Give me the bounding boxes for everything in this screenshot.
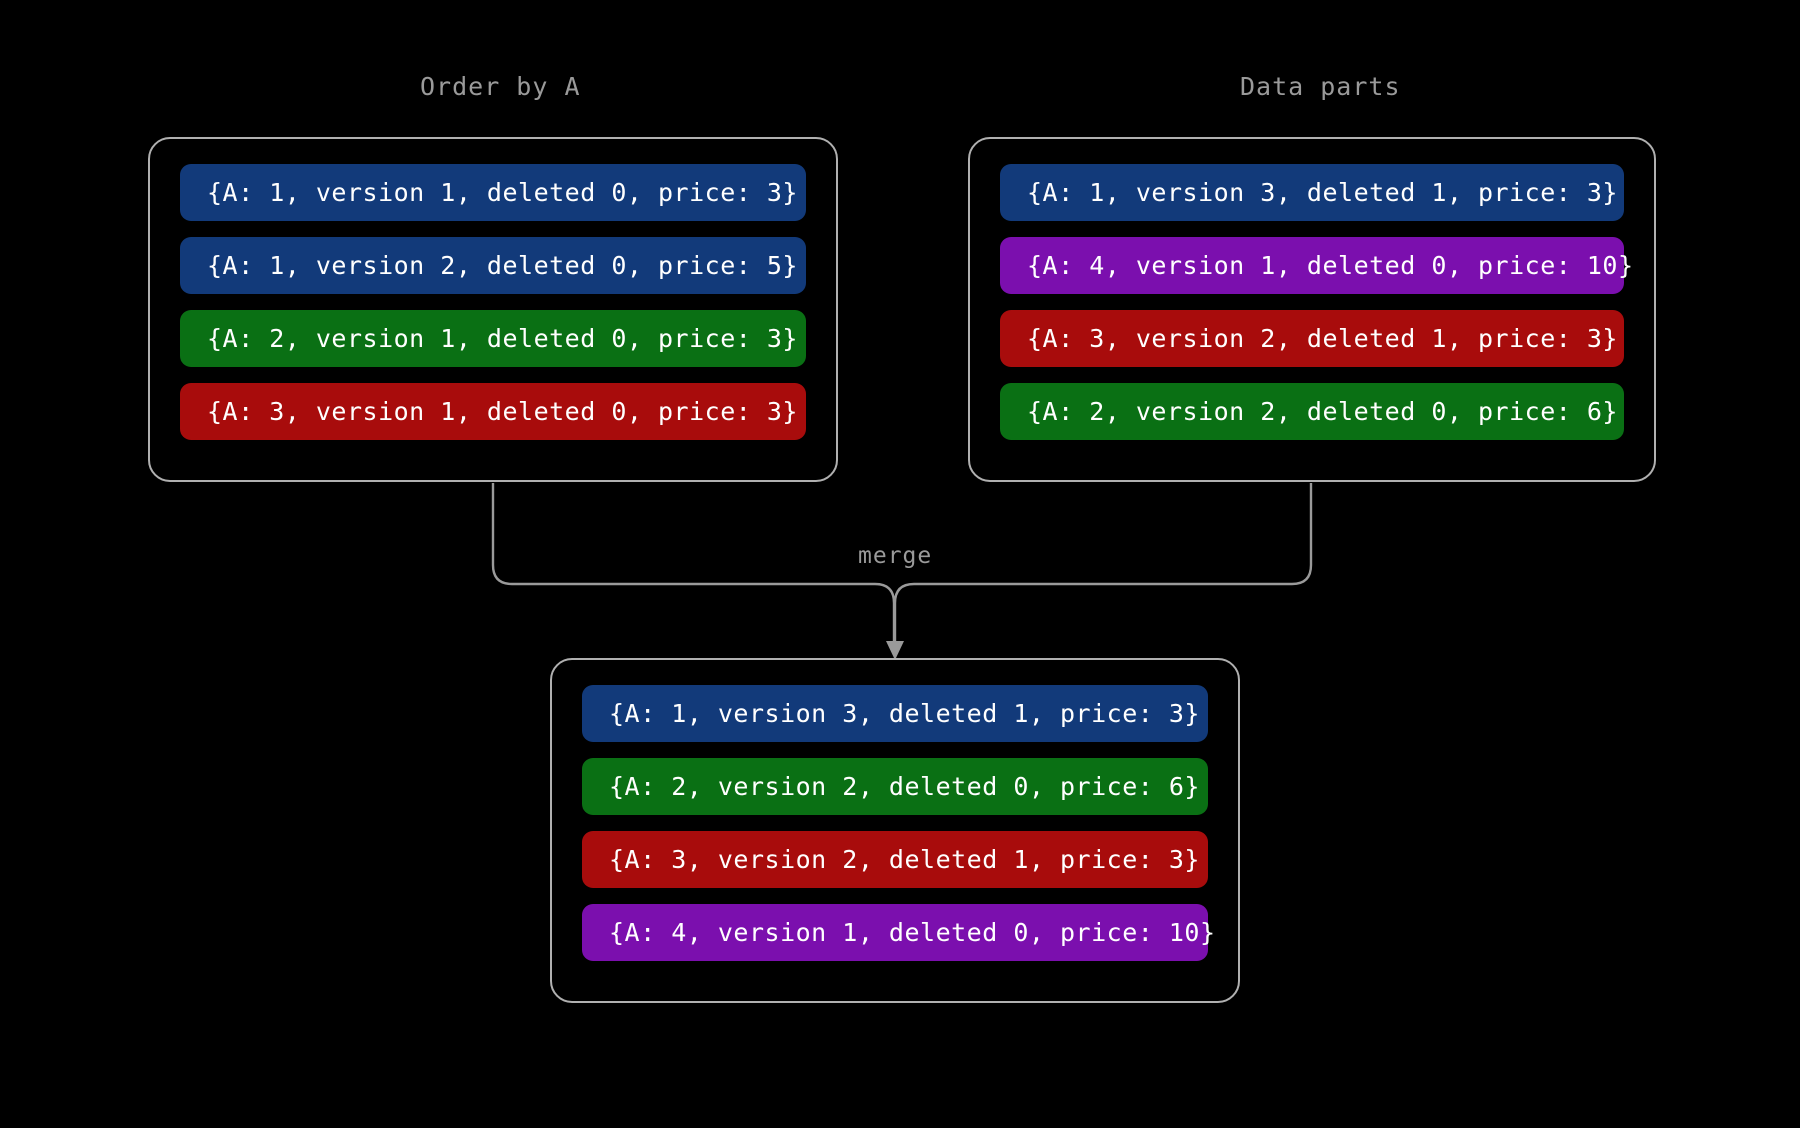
record-row[interactable]: {A: 4, version 1, deleted 0, price: 10} <box>582 904 1215 961</box>
record-row[interactable]: {A: 4, version 1, deleted 0, price: 10} <box>1000 237 1633 294</box>
order-by-a-row-list: {A: 1, version 1, deleted 0, price: 3} {… <box>150 139 836 480</box>
record-row[interactable]: {A: 1, version 2, deleted 0, price: 5} <box>180 237 806 294</box>
merged-result-box: {A: 1, version 3, deleted 1, price: 3} {… <box>550 658 1240 1003</box>
data-parts-row-list: {A: 1, version 3, deleted 1, price: 3} {… <box>970 139 1654 480</box>
record-row[interactable]: {A: 3, version 2, deleted 1, price: 3} <box>582 831 1208 888</box>
record-row[interactable]: {A: 2, version 2, deleted 0, price: 6} <box>1000 383 1624 440</box>
right-merge-path <box>893 483 1313 648</box>
merged-row-list: {A: 1, version 3, deleted 1, price: 3} {… <box>552 660 1238 1001</box>
order-by-a-title: Order by A <box>420 72 581 101</box>
record-row[interactable]: {A: 1, version 3, deleted 1, price: 3} <box>582 685 1208 742</box>
record-row[interactable]: {A: 2, version 1, deleted 0, price: 3} <box>180 310 806 367</box>
left-merge-path <box>491 483 896 648</box>
record-row[interactable]: {A: 2, version 2, deleted 0, price: 6} <box>582 758 1208 815</box>
record-row[interactable]: {A: 1, version 1, deleted 0, price: 3} <box>180 164 806 221</box>
record-row[interactable]: {A: 1, version 3, deleted 1, price: 3} <box>1000 164 1624 221</box>
order-by-a-box: {A: 1, version 1, deleted 0, price: 3} {… <box>148 137 838 482</box>
data-parts-box: {A: 1, version 3, deleted 1, price: 3} {… <box>968 137 1656 482</box>
merge-label: merge <box>858 543 933 569</box>
record-row[interactable]: {A: 3, version 2, deleted 1, price: 3} <box>1000 310 1624 367</box>
record-row[interactable]: {A: 3, version 1, deleted 0, price: 3} <box>180 383 806 440</box>
data-parts-title: Data parts <box>1240 72 1401 101</box>
